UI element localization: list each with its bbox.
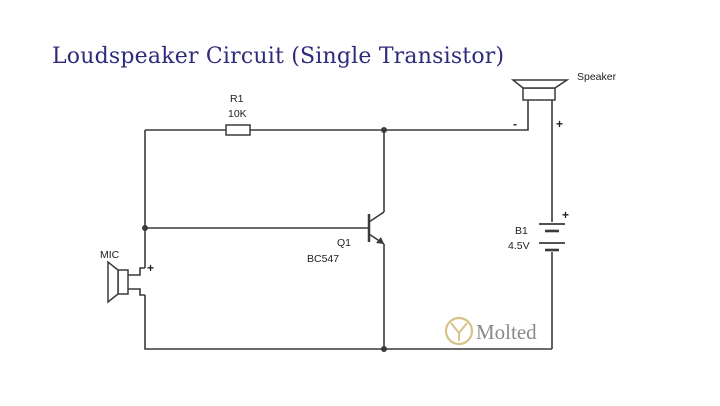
speaker-body <box>522 87 556 101</box>
transistor-designator: Q1 <box>337 237 351 249</box>
resistor-symbol <box>225 124 251 136</box>
page-title: Loudspeaker Circuit (Single Transistor) <box>52 44 505 69</box>
speaker-plus-sign: + <box>556 117 563 131</box>
junction-dot <box>142 225 148 231</box>
mic-plus-sign: + <box>147 261 154 275</box>
junction-dot <box>381 127 387 133</box>
mic-lead-bottom <box>128 288 145 296</box>
battery-value: 4.5V <box>508 240 530 252</box>
speaker-minus-sign: - <box>513 117 517 131</box>
mic-label: MIC <box>100 249 120 261</box>
transistor-part: BC547 <box>307 253 339 265</box>
speaker-label: Speaker <box>577 71 617 83</box>
mic-cone-icon <box>107 260 119 304</box>
battery-b1: B1 4.5V + <box>508 208 569 252</box>
battery-plus-sign: + <box>562 208 569 222</box>
watermark: Molted <box>444 316 537 346</box>
resistor-r1: R1 10K <box>225 93 251 136</box>
resistor-designator: R1 <box>230 93 244 105</box>
wire-top-right <box>250 110 529 131</box>
logo-icon <box>444 316 474 346</box>
wires <box>144 110 553 350</box>
junctions <box>142 127 387 352</box>
watermark-text: Molted <box>476 320 537 344</box>
speaker: Speaker - + <box>510 71 617 131</box>
logo-mark-icon <box>450 322 468 341</box>
transistor-q1: Q1 BC547 <box>307 211 385 265</box>
resistor-value: 10K <box>228 108 247 120</box>
speaker-cone-icon <box>510 79 570 89</box>
wire-left-lower <box>144 295 552 350</box>
mic-lead-top <box>128 267 145 276</box>
battery-designator: B1 <box>515 225 528 237</box>
transistor-collector-lead <box>368 211 385 223</box>
microphone: MIC + <box>100 249 154 304</box>
junction-dot <box>381 346 387 352</box>
mic-body <box>117 269 129 295</box>
emitter-arrow-icon <box>376 237 384 244</box>
